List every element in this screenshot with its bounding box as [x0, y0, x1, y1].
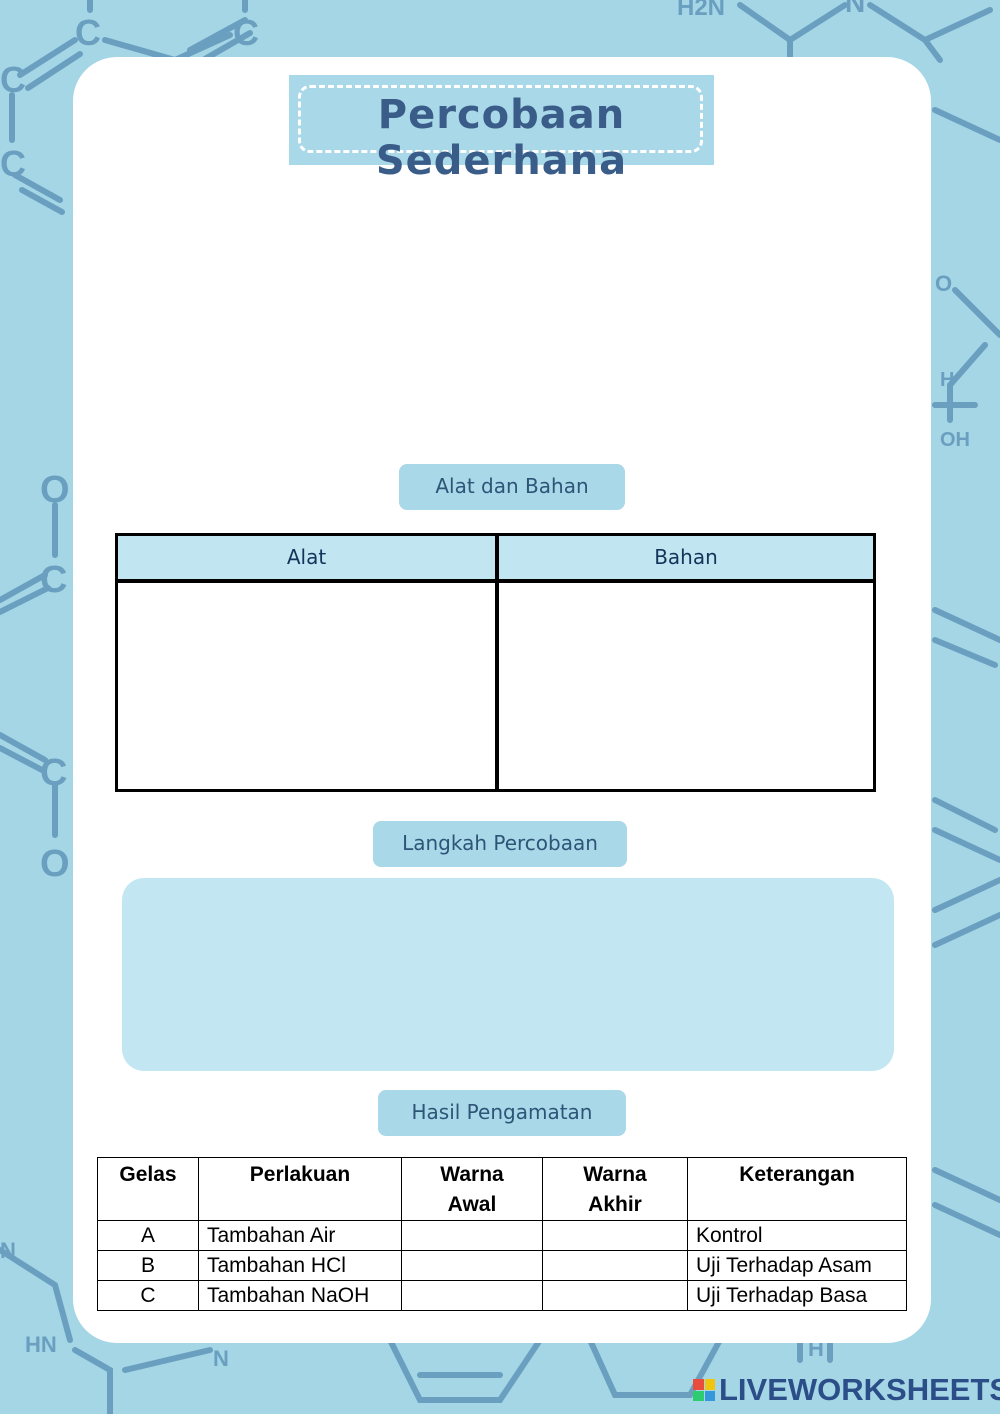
materials-divider: [495, 536, 499, 789]
atom-label-o: O: [935, 271, 952, 296]
liveworksheets-logo[interactable]: LIVEWORKSHEETS: [693, 1372, 1000, 1408]
steps-answer-area[interactable]: [122, 878, 894, 1071]
cell-final-color[interactable]: [542, 1280, 688, 1311]
title-dashed-border: [298, 85, 703, 153]
materials-answer-area[interactable]: [499, 583, 873, 789]
atom-label-c: C: [0, 143, 26, 184]
table-row: B Tambahan HCl Uji Terhadap Asam: [97, 1250, 907, 1281]
cell-initial-color[interactable]: [401, 1250, 543, 1281]
atom-label-hn: HN: [25, 1332, 57, 1357]
results-table: Gelas Perlakuan Warna Awal Warna Akhir K…: [97, 1157, 907, 1311]
liveworksheets-icon: [693, 1379, 715, 1401]
results-header-row: Gelas Perlakuan Warna Awal Warna Akhir K…: [97, 1157, 907, 1221]
atom-label-c: C: [0, 59, 26, 100]
cell-glass: A: [97, 1220, 199, 1251]
cell-treatment: Tambahan Air: [198, 1220, 402, 1251]
section-label-materials: Alat dan Bahan: [399, 464, 625, 510]
results-header-cell: Warna Awal: [401, 1157, 543, 1221]
cell-treatment: Tambahan HCl: [198, 1250, 402, 1281]
atom-label-h2n: H2N: [677, 0, 725, 21]
atom-label-o: O: [40, 469, 70, 511]
tools-answer-area[interactable]: [118, 583, 495, 789]
results-header-cell: Perlakuan: [198, 1157, 402, 1221]
page-title: Percobaan Sederhana: [375, 92, 628, 184]
section-label-results: Hasil Pengamatan: [378, 1090, 626, 1136]
atom-label-h: H: [940, 369, 954, 391]
brand-name: LIVEWORKSHEETS: [719, 1372, 1000, 1407]
atom-label-c: C: [40, 559, 67, 601]
materials-header-tools: Alat: [118, 536, 495, 583]
cell-final-color[interactable]: [542, 1250, 688, 1281]
atom-label-o: O: [40, 843, 70, 885]
atom-label-c: C: [233, 12, 259, 53]
cell-initial-color[interactable]: [401, 1220, 543, 1251]
cell-final-color[interactable]: [542, 1220, 688, 1251]
atom-label-c: C: [40, 752, 67, 794]
atom-label-c: C: [75, 12, 101, 53]
cell-glass: C: [97, 1280, 199, 1311]
cell-notes: Kontrol: [687, 1220, 907, 1251]
cell-initial-color[interactable]: [401, 1280, 543, 1311]
table-row: C Tambahan NaOH Uji Terhadap Basa: [97, 1280, 907, 1311]
materials-header-materials: Bahan: [499, 536, 873, 583]
cell-notes: Uji Terhadap Asam: [687, 1250, 907, 1281]
atom-label-n: N: [845, 0, 865, 18]
cell-treatment: Tambahan NaOH: [198, 1280, 402, 1311]
materials-table: Alat Bahan: [115, 533, 876, 792]
cell-glass: B: [97, 1250, 199, 1281]
atom-label-oh: OH: [940, 429, 970, 451]
cell-notes: Uji Terhadap Basa: [687, 1280, 907, 1311]
atom-label-n: N: [213, 1346, 229, 1371]
table-row: A Tambahan Air Kontrol: [97, 1220, 907, 1251]
results-header-cell: Keterangan: [687, 1157, 907, 1221]
section-label-steps: Langkah Percobaan: [373, 821, 627, 867]
atom-label-n: N: [0, 1238, 16, 1263]
results-header-cell: Gelas: [97, 1157, 199, 1221]
results-header-cell: Warna Akhir: [542, 1157, 688, 1221]
